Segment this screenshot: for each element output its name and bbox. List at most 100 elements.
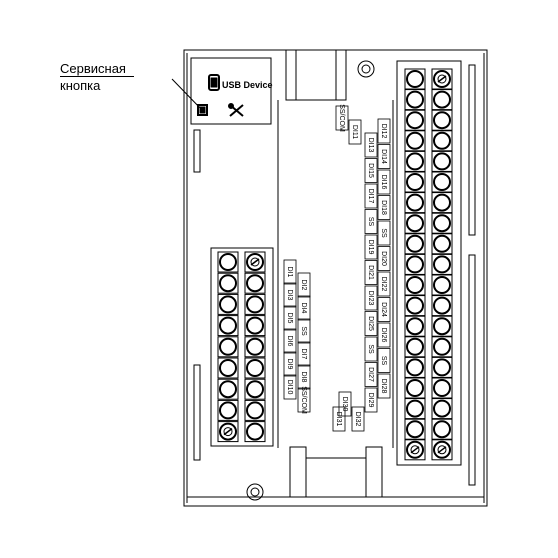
terminal-cell — [431, 192, 453, 214]
terminal-label-text: DI30 — [341, 397, 348, 412]
callout-label: Сервисная кнопка — [60, 61, 134, 93]
screw-slot — [410, 446, 420, 454]
terminal-label-text: DI5 — [286, 313, 293, 324]
terminal-label-box — [283, 374, 297, 400]
terminal-label: DI2 — [297, 272, 311, 298]
terminal-label-text: DI3 — [286, 290, 293, 301]
terminal-cell — [244, 378, 266, 400]
screw-slot — [223, 428, 233, 436]
terminal-cell — [217, 357, 239, 379]
terminal-ring — [246, 316, 264, 335]
terminal-label-text: DI21 — [367, 265, 374, 280]
terminal-label: DI5 — [283, 305, 297, 331]
terminal-ring — [219, 380, 237, 399]
terminal-label-box — [377, 297, 391, 322]
left-terminal-block — [210, 247, 274, 447]
terminal-label: DI32 — [351, 406, 365, 432]
terminal-ring — [406, 379, 424, 397]
terminal-cell — [404, 398, 426, 420]
terminal-ring — [406, 276, 424, 294]
terminal-label: DI27 — [364, 362, 378, 387]
terminal-label: SS/COM — [297, 386, 311, 414]
terminal-label-text: DI20 — [380, 251, 387, 266]
terminal-cell — [431, 233, 453, 255]
mounting-hole-bottom — [246, 483, 264, 501]
terminal-label-box — [377, 195, 391, 220]
terminal-label: DI29 — [364, 387, 378, 413]
terminal-label-box — [297, 318, 311, 344]
terminal-ring — [433, 379, 451, 397]
terminal-label: DI16 — [377, 169, 391, 195]
terminal-label-text: DI14 — [380, 149, 387, 164]
terminal-label-text: DI11 — [351, 125, 358, 139]
terminal-cell — [431, 171, 453, 193]
service-button-inner — [199, 106, 206, 114]
terminal-ring — [406, 152, 424, 171]
terminal-label: DI21 — [364, 260, 378, 285]
terminal-cell — [431, 89, 453, 111]
terminal-label-box — [377, 169, 391, 195]
terminal-cell — [404, 336, 426, 358]
terminal-cell — [404, 439, 426, 461]
terminal-ring — [219, 274, 237, 293]
terminal-ring — [219, 316, 237, 335]
right-vents — [468, 64, 476, 486]
usb-device-label: USB Device — [222, 80, 273, 90]
terminal-label-box — [377, 373, 391, 399]
terminal-label-box — [348, 119, 362, 145]
terminal-ring — [246, 359, 264, 377]
terminal-cell — [404, 171, 426, 193]
terminal-cell — [404, 315, 426, 337]
terminal-label-text: DI18 — [380, 200, 387, 215]
terminal-cell — [404, 274, 426, 296]
terminal-label-box — [364, 234, 378, 260]
terminal-ring — [246, 380, 264, 399]
terminal-ring — [406, 131, 424, 150]
terminal-label-box — [377, 220, 391, 246]
terminal-label-text: DI28 — [380, 379, 387, 394]
terminal-cell — [244, 315, 266, 337]
terminal-label-text: DI12 — [380, 124, 387, 139]
terminal-label: DI1 — [283, 259, 297, 285]
terminal-label-text: DI16 — [380, 175, 387, 190]
terminal-label-text: DI23 — [367, 291, 374, 306]
terminal-cell — [404, 212, 426, 234]
terminal-label-box — [364, 183, 378, 209]
terminal-cell — [244, 293, 266, 315]
terminal-ring — [406, 255, 424, 274]
terminal-label-box — [364, 387, 378, 413]
terminal-label-box — [364, 158, 378, 183]
terminal-cell — [244, 399, 266, 421]
terminal-label-text: DI22 — [380, 277, 387, 292]
terminal-ring — [433, 152, 451, 171]
terminal-ring — [246, 274, 264, 293]
terminal-ring — [406, 173, 424, 191]
terminal-ring — [433, 317, 451, 336]
screw-head — [410, 445, 420, 455]
terminal-cell — [431, 109, 453, 131]
left-vents — [193, 129, 201, 461]
terminal-ring — [433, 337, 451, 356]
terminal-label-box — [377, 144, 391, 169]
terminal-label: SS — [297, 318, 311, 344]
terminal-cell — [244, 336, 266, 358]
usb-module — [190, 57, 272, 125]
terminal-cell — [431, 398, 453, 420]
terminal-label-text: DI9 — [286, 359, 293, 370]
terminal-ring — [406, 337, 424, 356]
terminal-label-box — [377, 118, 391, 144]
screw-head — [437, 74, 447, 84]
terminal-label: DI31 — [332, 406, 346, 432]
terminal-cell — [217, 336, 239, 358]
service-button[interactable] — [197, 104, 208, 116]
terminal-cell — [404, 295, 426, 317]
terminal-label-box — [335, 105, 349, 131]
terminal-cell — [431, 130, 453, 152]
terminal-label-text: DI26 — [380, 328, 387, 343]
terminal-label-text: DI27 — [367, 367, 374, 382]
terminal-cell — [244, 251, 266, 273]
terminal-cell — [404, 192, 426, 214]
terminal-ring — [219, 253, 237, 271]
top-connector — [285, 49, 347, 101]
terminal-label-text: DI32 — [354, 412, 361, 427]
